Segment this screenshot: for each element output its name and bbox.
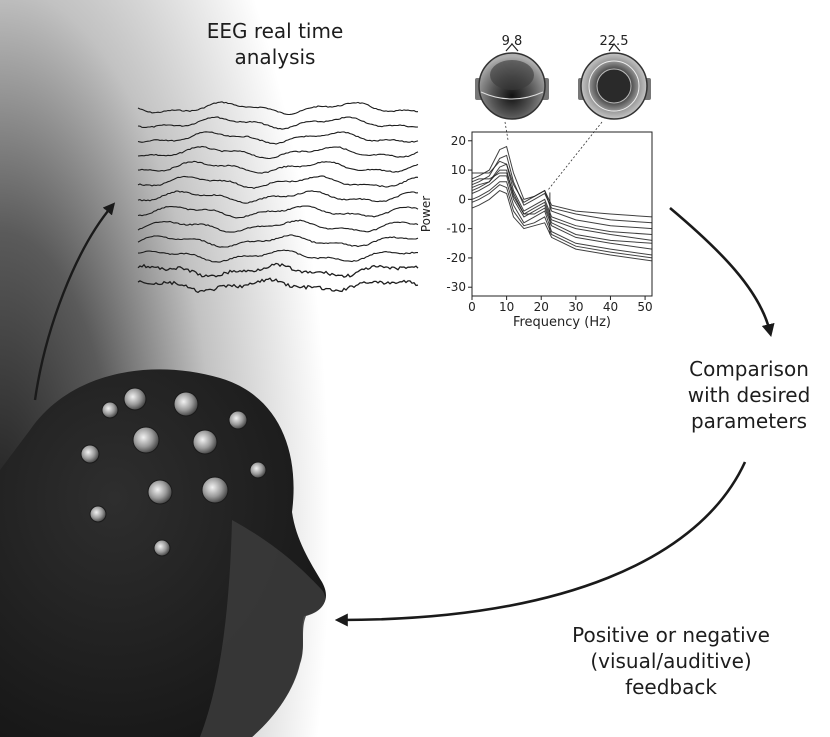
electrode [90,506,106,522]
eeg-trace [138,250,418,262]
arrow-to-comparison [670,208,770,332]
y-tick-label: 0 [458,192,466,206]
y-tick-label: -10 [446,222,466,236]
eeg-trace [138,220,418,232]
y-axis-label: Power [419,196,433,232]
electrode [124,388,146,410]
eeg-trace [138,161,418,173]
spectrum-series-group [472,147,652,261]
electrode [229,411,247,429]
x-tick-label: 10 [499,300,514,314]
arrow-to-head-feedback [340,462,745,620]
eeg-trace [138,132,418,144]
x-tick-label: 30 [568,300,583,314]
spectrum-line [472,176,652,243]
electrode [133,427,159,453]
electrode [193,430,217,454]
eeg-trace [138,117,418,129]
eeg-trace [138,206,418,218]
spectrum-line [472,191,652,261]
x-tick-label: 0 [468,300,476,314]
eeg-analysis-caption: EEG real time analysis [180,18,370,70]
eeg-trace [138,278,418,292]
topomap-left-label: 9.8 [502,34,523,49]
y-tick-label: 20 [451,134,466,148]
electrode [202,477,228,503]
power-spectrum-chart: 0 10 20 30 40 50 20 10 0 -10 -20 -30 Frequency (Hz)… [419,132,653,330]
arrow-to-eeg-analysis [35,206,112,400]
electrode [154,540,170,556]
eeg-trace [138,147,418,159]
y-tick-label: 10 [451,163,466,177]
head-with-eeg-cap [0,369,326,737]
eeg-trace [138,176,418,189]
eeg-trace [138,191,418,203]
electrode [250,462,266,478]
electrode [148,480,172,504]
topomap-left-connector [505,122,508,140]
x-tick-label: 40 [603,300,618,314]
eeg-trace [138,102,418,115]
spectrum-line [472,155,652,222]
eeg-traces [138,102,418,293]
eeg-trace [138,263,418,277]
y-tick-label: -30 [446,280,466,294]
comparison-caption: Comparison with desired parameters [668,356,830,434]
chart-frame [472,132,652,296]
topomap-left: 9.8 [475,34,549,119]
x-tick-label: 20 [534,300,549,314]
x-axis-label: Frequency (Hz) [513,315,611,330]
electrode [81,445,99,463]
electrode [102,402,118,418]
feedback-caption: Positive or negative (visual/auditive) f… [536,622,806,700]
spectrum-line [472,182,652,255]
x-tick-label: 50 [637,300,652,314]
topomap-right-label: 22.5 [600,34,629,49]
electrode [174,392,198,416]
topomap-right: 22.5 [578,34,651,119]
eeg-trace [138,235,418,247]
y-tick-label: -20 [446,251,466,265]
